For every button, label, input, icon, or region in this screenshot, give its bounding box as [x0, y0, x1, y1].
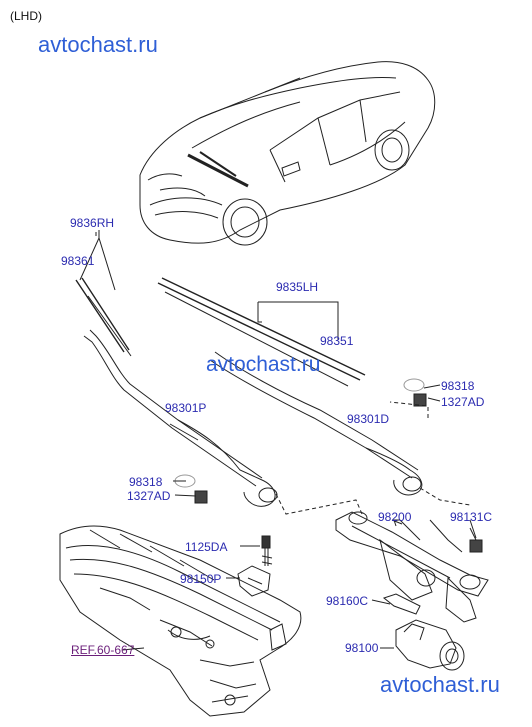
variant-label: (LHD)	[10, 9, 42, 23]
label-1125da: 1125DA	[185, 540, 228, 554]
label-98100: 98100	[345, 641, 379, 655]
watermark-top: avtochast.ru	[38, 32, 158, 57]
label-1327ad-top: 1327AD	[441, 395, 485, 409]
label-98150p: 98150P	[180, 572, 222, 586]
label-98361: 98361	[61, 254, 95, 268]
label-1327ad-left: 1327AD	[127, 489, 171, 503]
label-98160c: 98160C	[326, 594, 369, 608]
label-98351: 98351	[320, 334, 354, 348]
label-98131c: 98131C	[450, 510, 493, 524]
car-illustration	[139, 61, 436, 246]
label-98318-left: 98318	[129, 475, 163, 489]
label-9836rh: 9836RH	[70, 216, 115, 230]
watermark-middle: avtochast.ru	[206, 353, 321, 376]
watermark-bottom: avtochast.ru	[380, 672, 500, 697]
label-98301d: 98301D	[347, 412, 390, 426]
ref-link[interactable]: REF.60-667	[71, 643, 135, 657]
label-98318-top: 98318	[441, 379, 475, 393]
label-98200: 98200	[378, 510, 412, 524]
label-98301p: 98301P	[165, 401, 207, 415]
label-9835lh: 9835LH	[276, 280, 319, 294]
